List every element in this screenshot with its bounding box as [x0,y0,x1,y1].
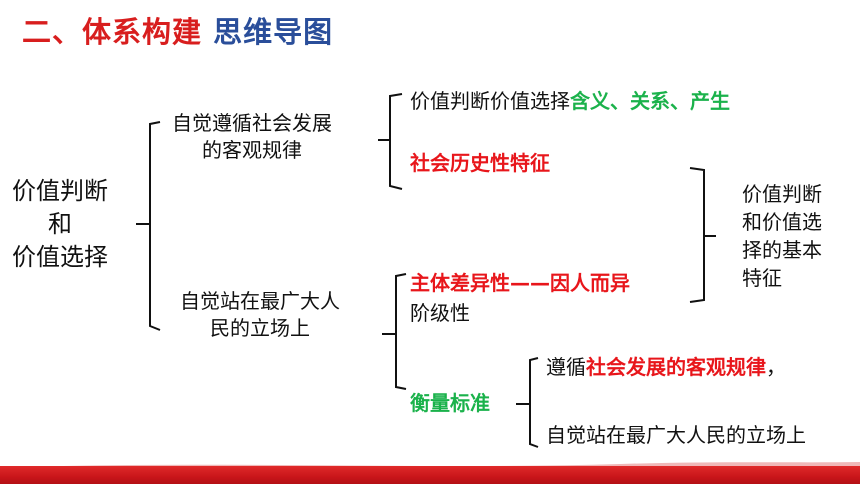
branch1-item-social-history: 社会历史性特征 [410,151,550,175]
branch1-item-1-highlight: 含义、关系、产生 [570,89,730,113]
root-line-1: 价值判断 [12,177,108,205]
branch1-item-1-prefix: 价值判断价值选择 [410,89,570,113]
branch1-bracket [378,93,403,190]
branch2-item-subject-difference: 主体差异性——因人而异 [410,271,630,295]
root-node: 价值判断 和 价值选择 [12,175,108,274]
title-part-2: 思维导图 [213,15,334,49]
branch2-bracket [382,273,407,390]
branch2-item-standard: 衡量标准 [410,391,490,415]
standard-item-1-prefix: 遵循 [546,355,586,379]
branch1-line-2: 的客观规律 [202,138,302,162]
root-line-3: 价值选择 [12,243,108,271]
features-line-2: 和价值选 [742,210,822,234]
title-part-1: 二、体系构建 [22,15,214,49]
branch1-line-1: 自觉遵循社会发展 [172,111,332,135]
root-line-2: 和 [48,210,72,238]
standard-item-1-highlight: 社会发展的客观规律 [586,355,766,379]
footer-bar [0,466,860,484]
branch2-item-class: 阶级性 [410,301,470,325]
branch2-line-2: 民的立场上 [210,316,310,340]
features-line-3: 择的基本 [742,238,822,262]
features-node: 价值判断 和价值选 择的基本 特征 [742,180,822,292]
features-line-1: 价值判断 [742,182,822,206]
standard-item-people: 自觉站在最广大人民的立场上 [546,423,806,447]
features-line-4: 特征 [742,266,782,290]
standard-item-law: 遵循社会发展的客观规律， [546,354,786,381]
branch2-line-1: 自觉站在最广大人 [180,289,340,313]
root-bracket [136,121,161,331]
branch2-node: 自觉站在最广大人 民的立场上 [180,288,340,342]
page-title: 二、体系构建 思维导图 [22,18,333,47]
standard-item-1-suffix: ， [766,355,786,379]
branch1-node: 自觉遵循社会发展 的客观规律 [172,110,332,164]
features-bracket [689,167,716,303]
standard-bracket [516,357,539,448]
branch1-item-meaning: 价值判断价值选择含义、关系、产生 [410,88,730,115]
